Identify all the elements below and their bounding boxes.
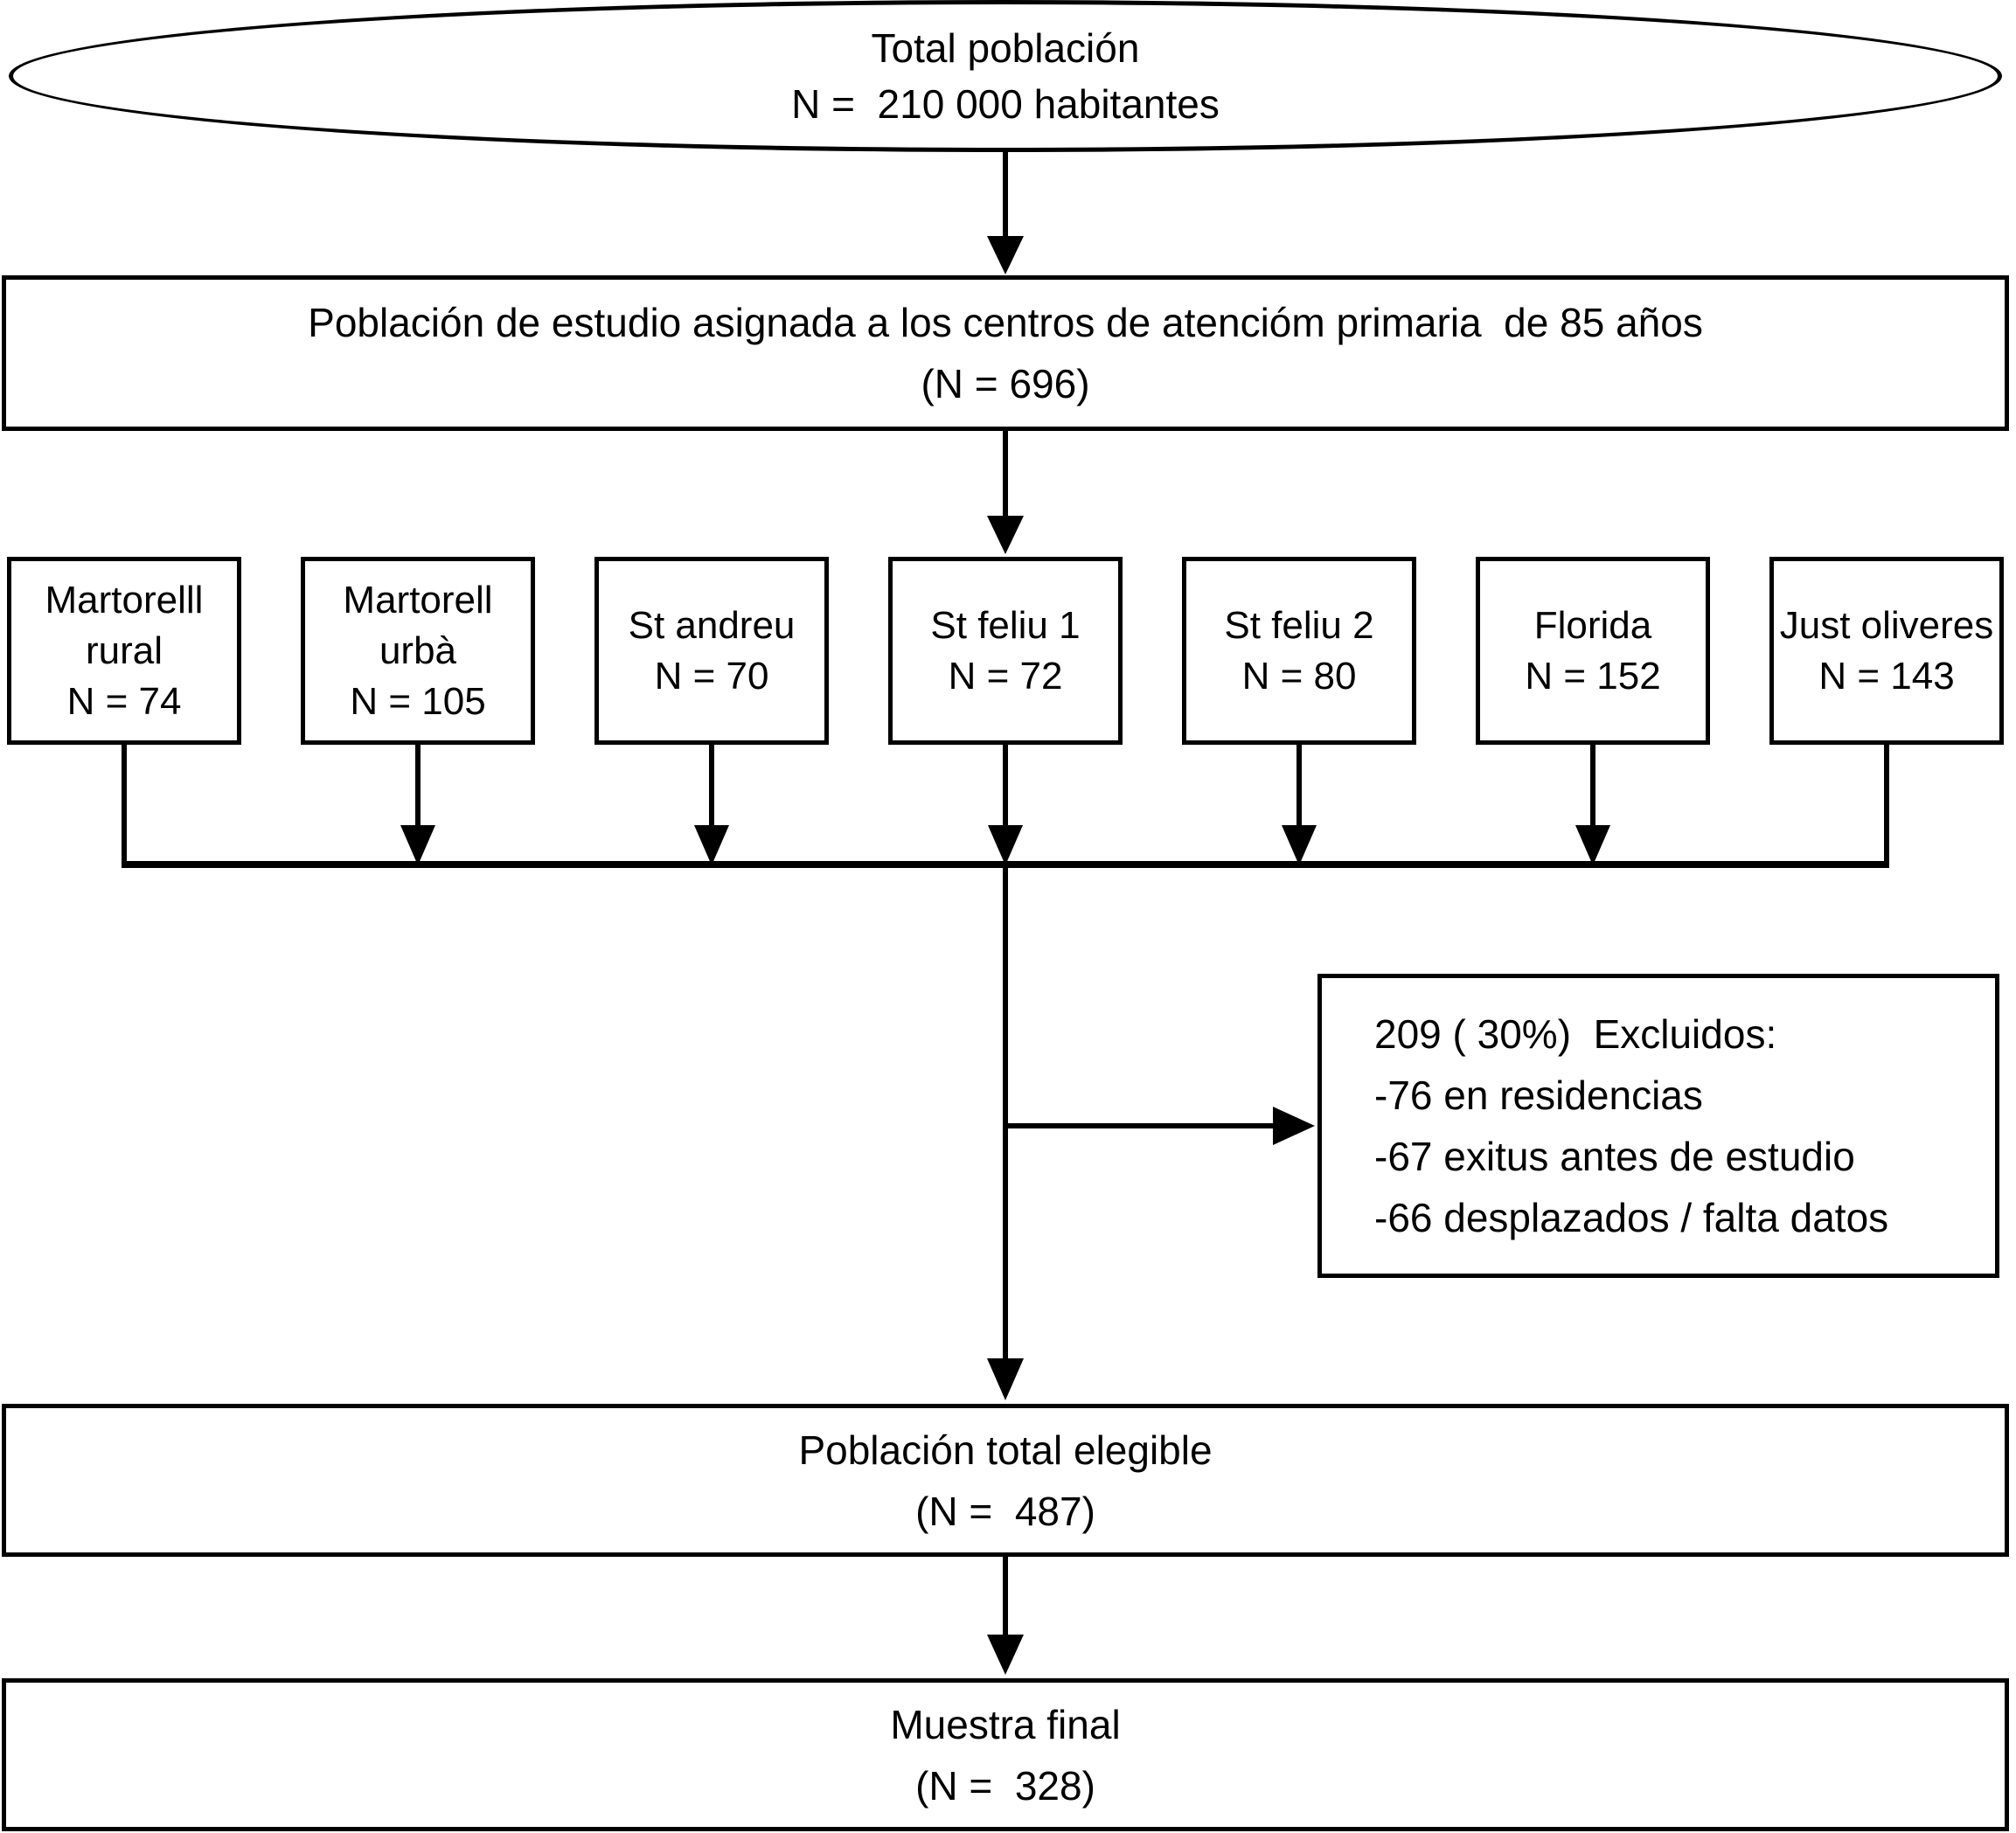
center-n: N = 80 — [1241, 654, 1357, 698]
arrow-total-to-study — [987, 150, 1024, 274]
center-name: Just oliveres — [1779, 603, 1994, 647]
total-population-ellipse: Total población N = 210 000 habitantes — [9, 0, 2002, 152]
connector-centers-rail — [122, 745, 1889, 868]
center-name: Martorell urbà — [343, 578, 504, 672]
arrow-branch-to-exclusion — [1005, 1107, 1315, 1145]
center-box-florida: Florida N = 152 — [1476, 557, 1710, 745]
center-box-just-oliveres: Just oliveres N = 143 — [1769, 557, 2004, 745]
center-box-st-feliu-1: St feliu 1 N = 72 — [888, 557, 1123, 745]
exclusion-title: 209 ( 30%) Excluidos: — [1374, 1011, 1777, 1057]
center-name: St feliu 1 — [930, 603, 1081, 647]
center-n: N = 70 — [654, 654, 769, 698]
arrow-rail-to-eligible — [987, 864, 1024, 1400]
exclusion-item: -66 desplazados / falta datos — [1374, 1195, 1889, 1240]
total-population-title: Total población — [871, 25, 1140, 71]
study-population-title: Población de estudio asignada a los cent… — [308, 300, 1703, 345]
eligible-n: (N = 487) — [915, 1488, 1095, 1534]
study-population-box: Población de estudio asignada a los cent… — [2, 275, 2009, 431]
arrow-eligible-to-final — [987, 1557, 1024, 1675]
center-n: N = 152 — [1525, 654, 1661, 698]
exclusion-box: 209 ( 30%) Excluidos: -76 en residencias… — [1317, 974, 1999, 1278]
center-box-st-feliu-2: St feliu 2 N = 80 — [1182, 557, 1416, 745]
center-n: N = 105 — [350, 679, 486, 723]
final-title: Muestra final — [890, 1701, 1121, 1747]
exclusion-item: -76 en residencias — [1374, 1073, 1703, 1118]
center-name: St feliu 2 — [1224, 603, 1374, 647]
center-name: St andreu — [628, 603, 796, 647]
total-population-n: N = 210 000 habitantes — [791, 81, 1220, 127]
centers-row: Martorelll rural N = 74 Martorell urbà N… — [7, 557, 2004, 745]
center-box-martorelll-rural: Martorelll rural N = 74 — [7, 557, 241, 745]
center-box-martorell-urba: Martorell urbà N = 105 — [301, 557, 535, 745]
final-sample-box: Muestra final (N = 328) — [2, 1678, 2009, 1831]
eligible-title: Población total elegible — [798, 1427, 1213, 1473]
center-name: Florida — [1533, 603, 1652, 647]
center-box-st-andreu: St andreu N = 70 — [594, 557, 829, 745]
study-population-n: (N = 696) — [921, 361, 1090, 406]
center-n: N = 143 — [1818, 654, 1955, 698]
center-n: N = 72 — [948, 654, 1063, 698]
final-n: (N = 328) — [915, 1762, 1095, 1809]
exclusion-item: -67 exitus antes de estudio — [1374, 1134, 1855, 1179]
eligible-population-box: Población total elegible (N = 487) — [2, 1404, 2009, 1557]
center-n: N = 74 — [66, 679, 182, 723]
center-name: Martorelll rural — [45, 578, 214, 672]
arrow-study-to-centers — [987, 430, 1024, 554]
